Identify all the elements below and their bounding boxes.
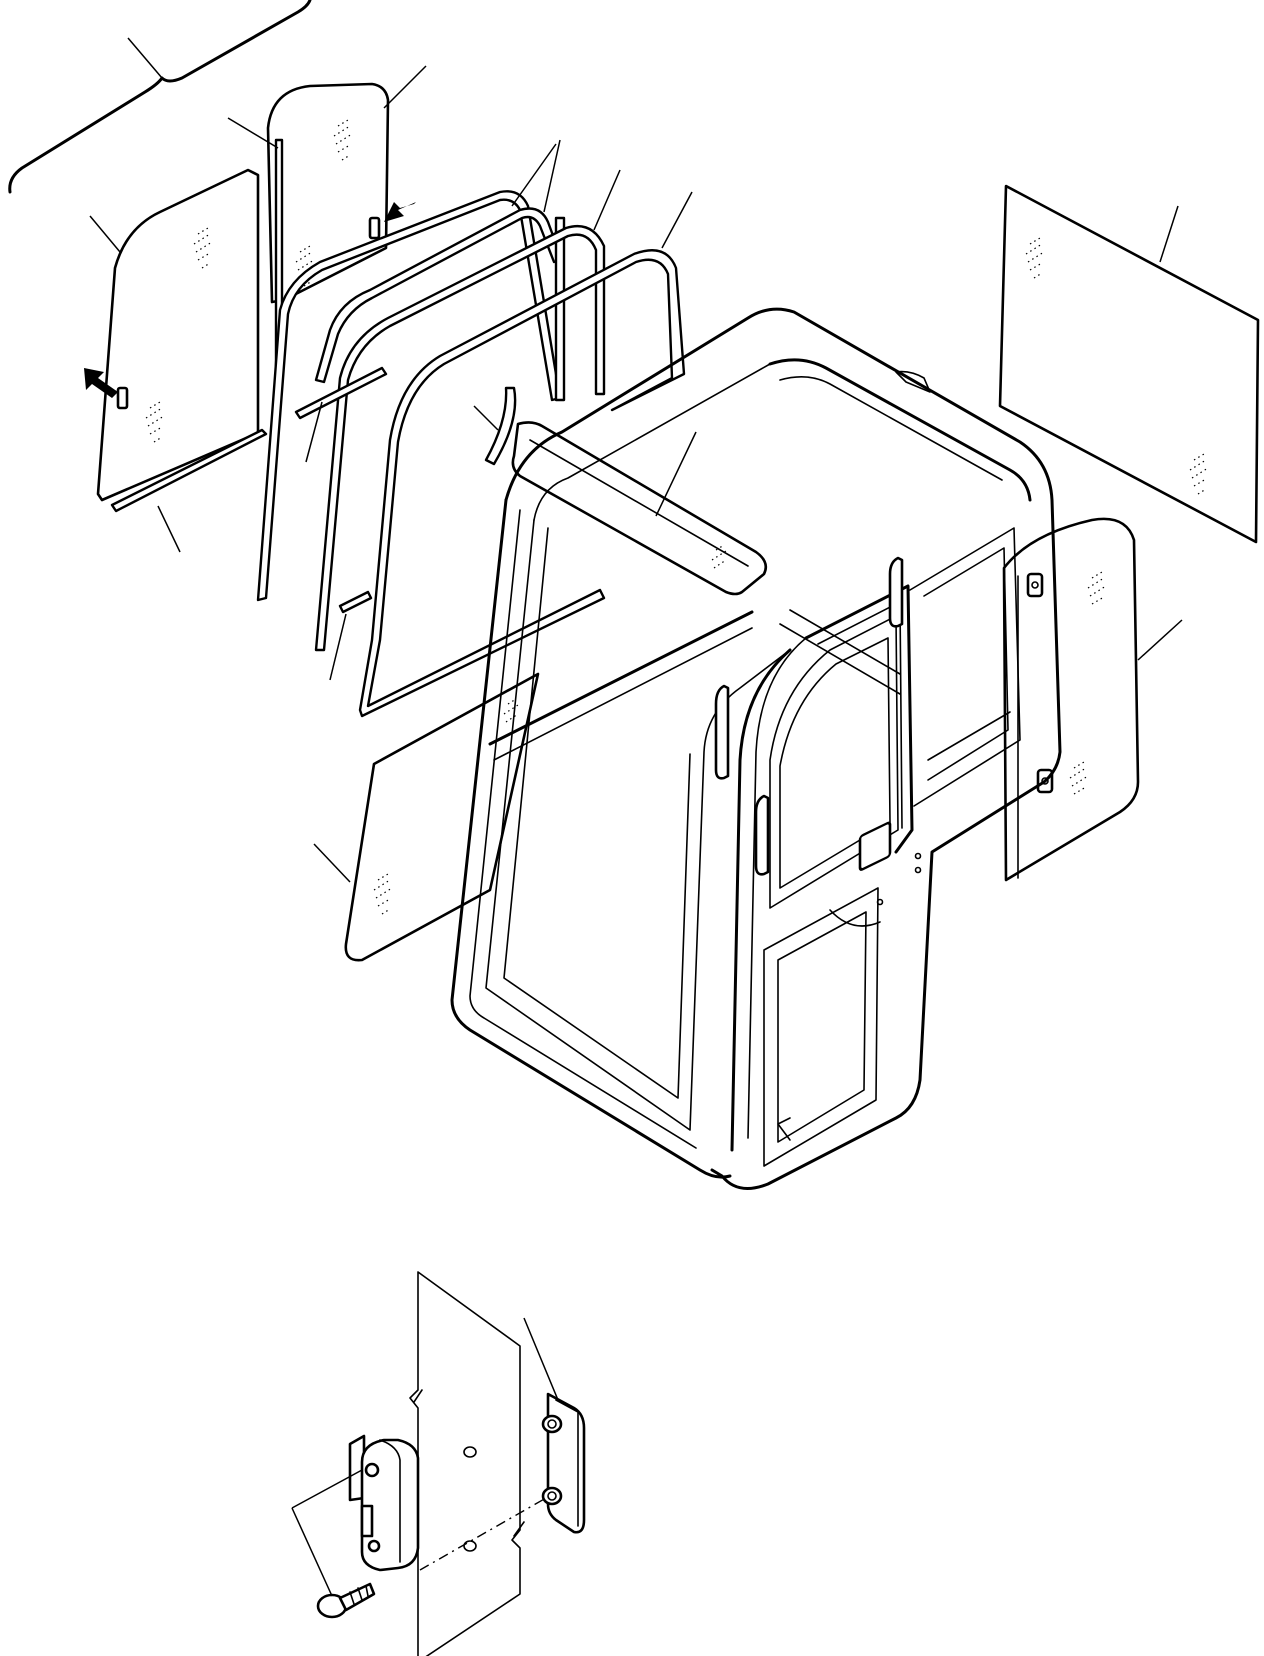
- lead-outer-bracket: [523, 1317, 559, 1401]
- lead-door-glass-lower: [89, 215, 121, 253]
- door-glass-bottom-seal: [110, 428, 268, 513]
- lead-screw: [291, 1507, 333, 1597]
- detail-screw: [316, 1582, 376, 1619]
- lead-roof-glass: [655, 431, 697, 517]
- lead-seal-d: [661, 191, 693, 249]
- lead-inner-bracket: [291, 1469, 363, 1509]
- lead-seal-stub-upper: [305, 401, 323, 463]
- arrow-marker-icon: [84, 368, 118, 398]
- arrow-marker-icon: [384, 202, 416, 222]
- seal-stub-lower: [338, 590, 373, 614]
- roof-glass: [511, 421, 768, 596]
- detail-glass-panel: [409, 1271, 525, 1656]
- seal-stub-upper: [294, 366, 388, 420]
- door-glass-lower: [96, 168, 260, 502]
- lead-door-glass-upper: [383, 65, 427, 109]
- right-side-glass: [1002, 517, 1140, 882]
- lead-roof-seal: [473, 405, 499, 431]
- lead-left-side-lower-glass: [313, 843, 351, 883]
- front-frame-seal-2: [314, 207, 566, 402]
- lead-rear-glass: [1159, 205, 1179, 263]
- lead-right-side-glass: [1137, 619, 1183, 661]
- detail-inner-bracket: [348, 1434, 420, 1572]
- front-frame-seal-3: [314, 224, 606, 652]
- group-brace-lead: [127, 37, 163, 79]
- cab-frame: [450, 307, 1062, 1190]
- lead-seal-c: [593, 169, 621, 231]
- lead-seal-b: [543, 139, 561, 213]
- roof-seal-piece: [484, 386, 517, 466]
- door-glass-upper: [266, 82, 390, 304]
- lead-seal-stub-lower: [329, 613, 347, 681]
- detail-center-line: [419, 1489, 561, 1571]
- lead-bottom-seal: [157, 505, 181, 553]
- left-side-lower-glass: [344, 672, 540, 962]
- lead-seal-a: [511, 143, 557, 207]
- rear-glass: [998, 184, 1260, 544]
- lead-side-seal: [227, 117, 279, 149]
- front-frame-seal-4: [358, 249, 686, 718]
- detail-outer-bracket: [541, 1392, 586, 1534]
- group-brace: [8, 0, 312, 194]
